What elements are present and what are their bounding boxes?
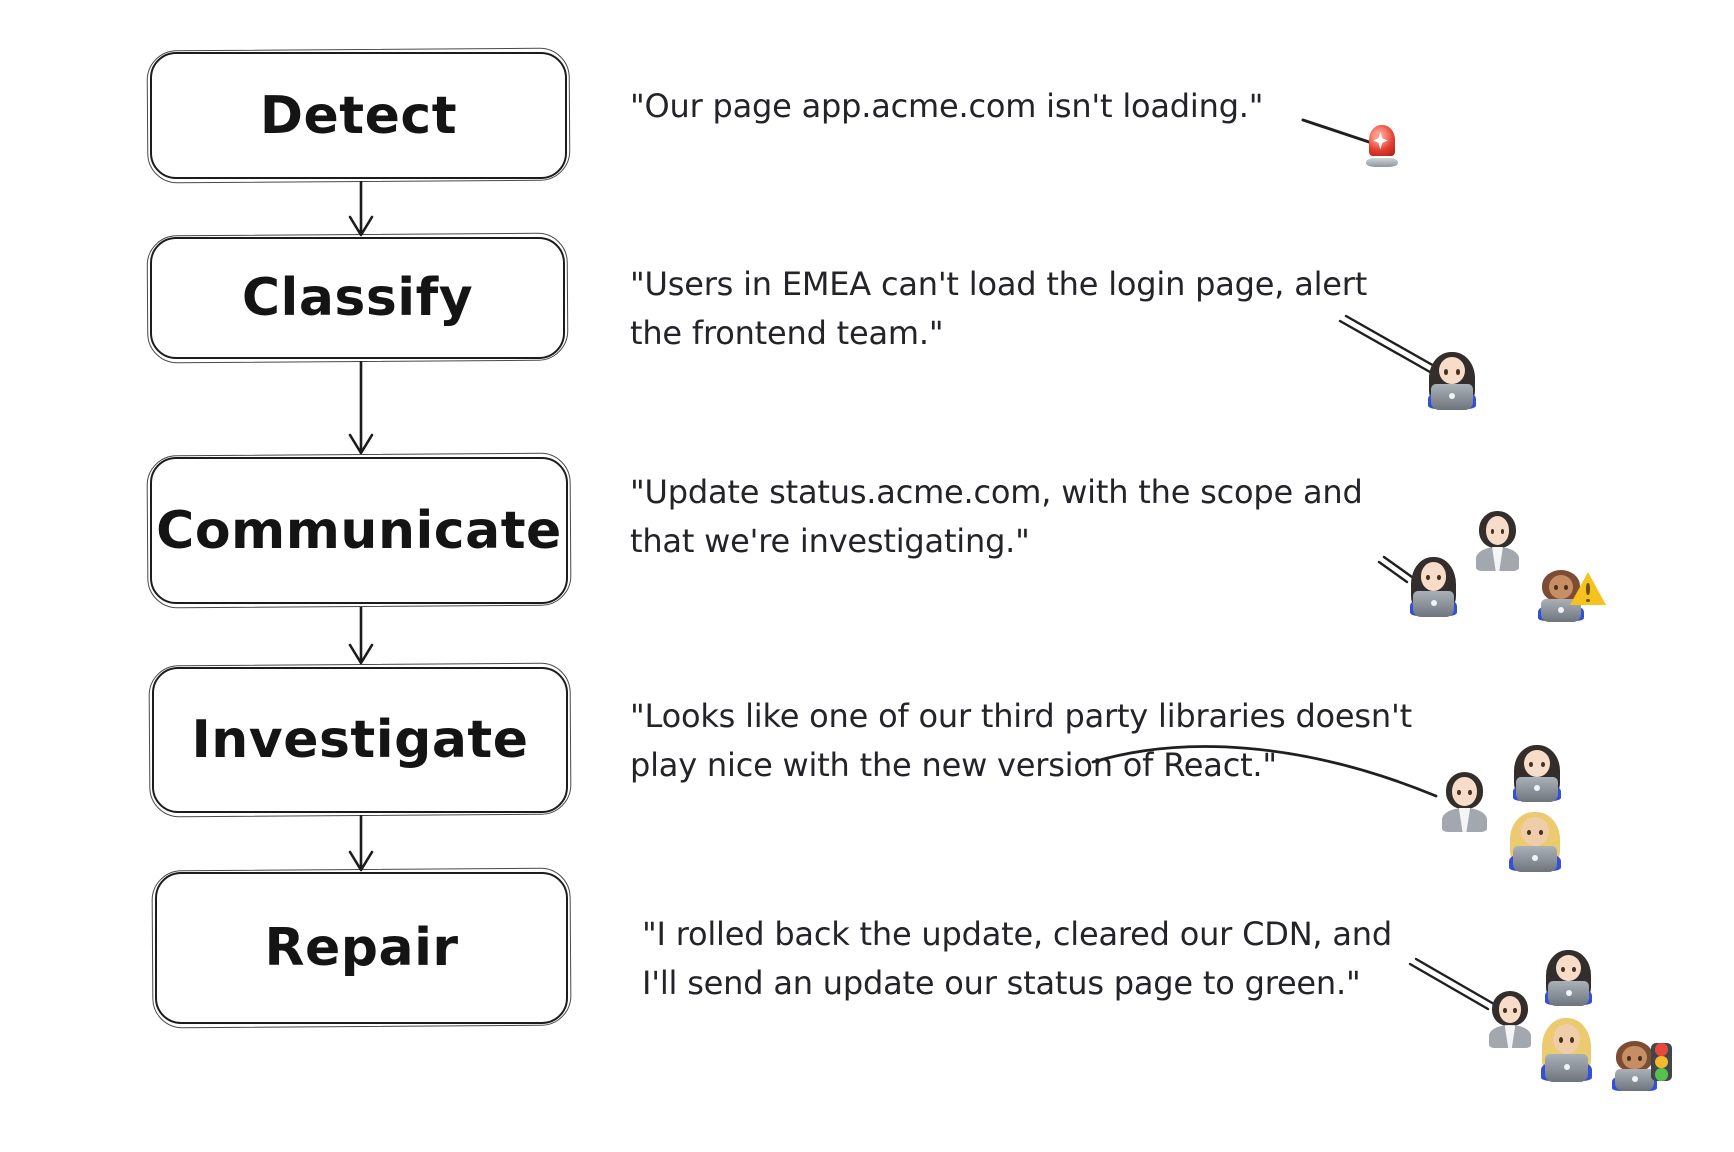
blonde-woman-technologist-icon — [1541, 1018, 1592, 1082]
quote-communicate: "Update status.acme.com, with the scope … — [630, 468, 1363, 566]
flow-box-repair: Repair — [155, 872, 568, 1024]
step-label-repair: Repair — [264, 918, 459, 978]
step-label-detect: Detect — [259, 85, 458, 146]
step-label-investigate: Investigate — [191, 710, 529, 770]
quote-classify: "Users in EMEA can't load the login page… — [630, 260, 1367, 358]
quote-line: "Users in EMEA can't load the login page… — [630, 265, 1368, 303]
office-worker-icon — [1489, 991, 1531, 1048]
woman-technologist-icon — [1410, 557, 1457, 617]
woman-technologist-icon — [1428, 352, 1476, 410]
step-label-classify: Classify — [241, 268, 474, 328]
quote-line: "Looks like one of our third party libra… — [630, 697, 1412, 735]
woman-technologist-icon — [1545, 950, 1592, 1006]
quote-investigate: "Looks like one of our third party libra… — [630, 692, 1412, 790]
flow-box-investigate: Investigate — [152, 667, 568, 813]
office-worker-icon — [1442, 772, 1487, 832]
flow-box-classify: Classify — [150, 237, 565, 359]
warning-icon — [1570, 572, 1606, 605]
quote-line: "I rolled back the update, cleared our C… — [642, 915, 1392, 953]
blonde-woman-technologist-icon — [1509, 812, 1561, 872]
quote-line: I'll send an update our status page to g… — [642, 964, 1361, 1002]
down-arrow-icon — [348, 181, 374, 237]
flow-box-detect: Detect — [150, 52, 567, 179]
quote-line: "Update status.acme.com, with the scope … — [630, 473, 1363, 511]
rotating-siren-icon — [1366, 125, 1398, 167]
detect-connector-line — [1301, 118, 1371, 144]
man-technologist-icon — [1612, 1041, 1657, 1091]
down-arrow-icon — [348, 815, 374, 872]
quote-repair: "I rolled back the update, cleared our C… — [642, 910, 1392, 1008]
communicate-connector-line — [1377, 555, 1414, 584]
quote-line: "Our page app.acme.com isn't loading." — [630, 87, 1264, 125]
quote-line: that we're investigating." — [630, 522, 1030, 560]
quote-line: play nice with the new version of React.… — [630, 746, 1277, 784]
down-arrow-icon — [348, 607, 374, 665]
flow-box-communicate: Communicate — [150, 457, 568, 604]
man-technologist-icon — [1538, 570, 1584, 622]
woman-technologist-icon — [1513, 745, 1561, 802]
office-worker-icon — [1476, 511, 1519, 571]
quote-detect: "Our page app.acme.com isn't loading." — [630, 82, 1263, 131]
traffic-light-icon — [1651, 1043, 1672, 1081]
step-label-communicate: Communicate — [156, 500, 562, 561]
repair-connector-line — [1408, 957, 1496, 1011]
down-arrow-icon — [348, 361, 374, 455]
quote-line: the frontend team." — [630, 314, 944, 352]
